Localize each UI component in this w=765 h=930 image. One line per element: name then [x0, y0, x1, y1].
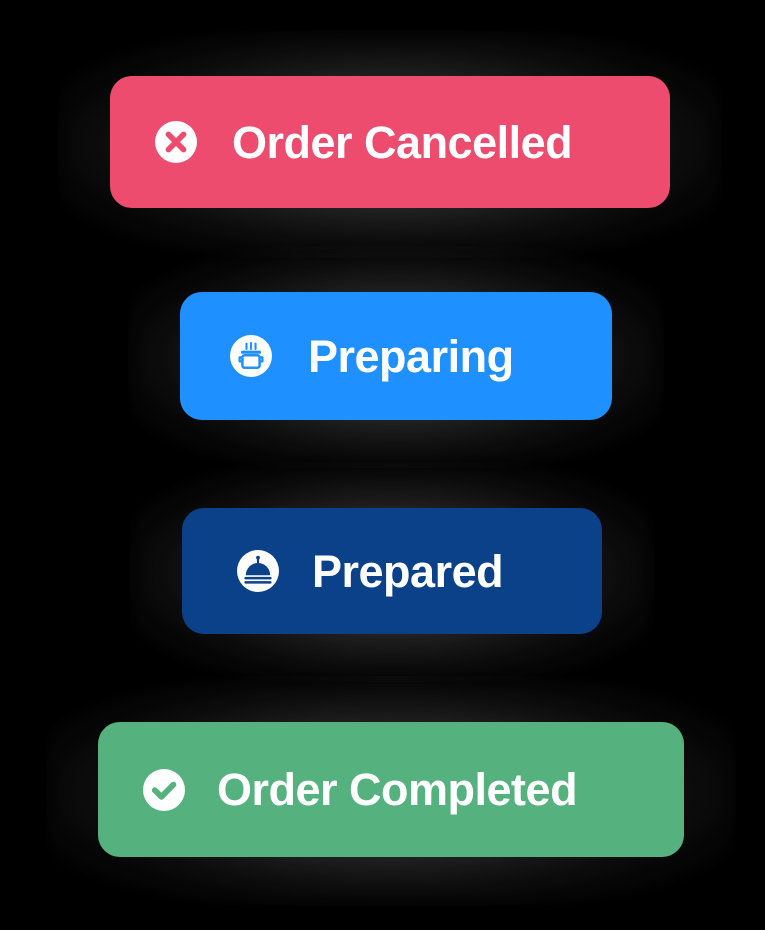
cloche-icon [234, 547, 282, 595]
status-badge-order-cancelled[interactable]: Order Cancelled [110, 76, 670, 208]
status-badge-label: Preparing [308, 330, 514, 382]
status-badge-preparing[interactable]: Preparing [180, 292, 612, 420]
status-badge-label: Order Completed [217, 764, 578, 815]
x-circle-icon [152, 118, 200, 166]
status-badge-prepared[interactable]: Prepared [182, 508, 602, 634]
status-badge-order-completed[interactable]: Order Completed [98, 722, 684, 857]
status-badge-label: Prepared [312, 545, 504, 597]
check-circle-icon [140, 766, 188, 814]
cooking-pot-icon [227, 332, 275, 380]
status-badge-label: Order Cancelled [232, 116, 573, 168]
